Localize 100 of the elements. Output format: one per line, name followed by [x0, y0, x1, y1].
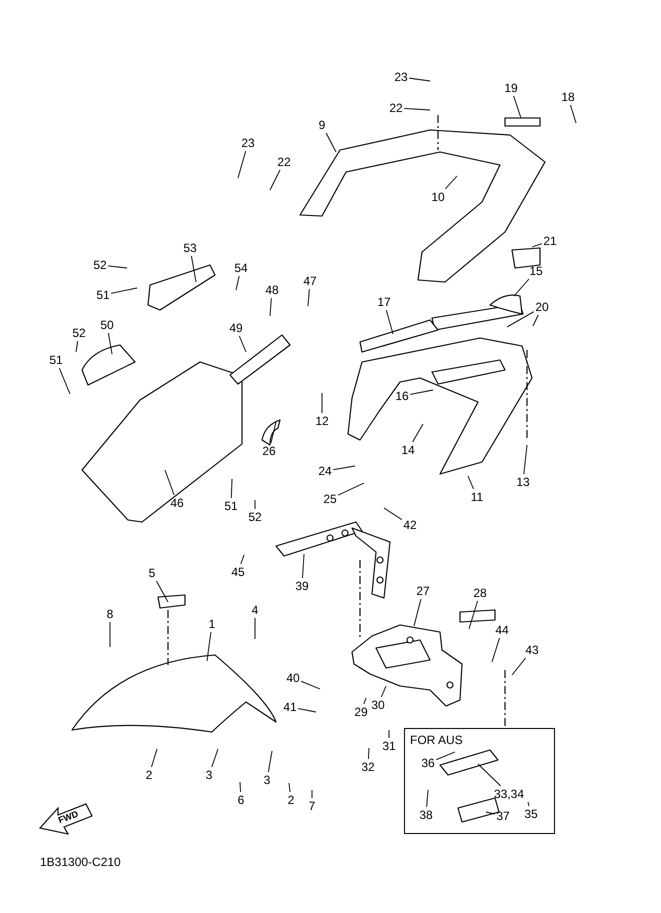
callout-number: 43 — [525, 643, 539, 657]
leader-line — [412, 424, 424, 442]
leader-line — [300, 680, 320, 690]
callout-number: 52 — [93, 258, 107, 272]
callout-number: 18 — [561, 90, 575, 104]
callout-number: 50 — [100, 318, 114, 332]
callout-number: 32 — [361, 760, 375, 774]
leader-line — [410, 390, 434, 395]
leader-line — [238, 150, 246, 178]
leader-line — [436, 752, 456, 760]
leader-line — [58, 368, 70, 394]
callout-number: 29 — [354, 705, 368, 719]
callout-number: 49 — [229, 321, 243, 335]
callout-number: 24 — [318, 464, 332, 478]
callout-number: 7 — [308, 799, 316, 813]
leader-line — [156, 580, 168, 602]
leader-line — [240, 554, 244, 564]
callout-number: 52 — [72, 326, 86, 340]
callout-number: 52 — [248, 510, 262, 524]
leader-line — [254, 618, 256, 640]
direction-label: FWD — [56, 808, 80, 826]
leader-line — [270, 422, 276, 444]
leader-line — [492, 638, 500, 662]
callout-number: 15 — [529, 264, 543, 278]
callout-number: 35 — [524, 807, 538, 821]
callout-number: 16 — [395, 389, 409, 403]
callout-number: 44 — [495, 623, 509, 637]
leader-line — [514, 278, 530, 296]
leader-line — [254, 500, 256, 510]
leader-line — [532, 314, 539, 326]
callout-number: 3 — [264, 773, 270, 787]
callout-number: 51 — [224, 499, 238, 513]
callout-number: 30 — [371, 698, 385, 712]
callout-number: 8 — [106, 607, 114, 621]
callout-number: 23 — [241, 136, 255, 150]
callout-number: 26 — [262, 444, 276, 458]
callout-number: 36 — [421, 756, 435, 770]
callout-number: 51 — [49, 353, 63, 367]
callout-number: 17 — [377, 295, 391, 309]
callout-number: 40 — [286, 671, 300, 685]
callout-number: 37 — [496, 809, 510, 823]
leader-line — [206, 632, 212, 662]
callout-number: 4 — [252, 603, 258, 617]
leader-line — [238, 336, 246, 352]
leader-line — [288, 782, 290, 792]
callout-number: 53 — [183, 241, 197, 255]
callout-number: 21 — [543, 234, 557, 248]
callout-number: 33,34 — [494, 787, 524, 801]
leader-line — [270, 298, 272, 316]
leader-line — [486, 812, 496, 815]
callout-number: 23 — [394, 70, 408, 84]
callout-number: 31 — [382, 739, 396, 753]
leader-line — [506, 311, 534, 328]
callout-number: 22 — [389, 101, 403, 115]
leader-line — [110, 288, 138, 294]
leader-line — [380, 686, 386, 698]
callout-number: 28 — [473, 586, 487, 600]
leader-line — [332, 466, 356, 470]
leader-line — [230, 478, 232, 498]
leader-line — [338, 482, 364, 496]
leader-line — [513, 96, 522, 118]
leader-line — [190, 256, 196, 282]
leader-line — [76, 340, 78, 352]
leader-line — [270, 170, 280, 190]
leader-line — [326, 132, 336, 152]
callout-number: 9 — [318, 118, 326, 132]
callout-number: 10 — [431, 190, 445, 204]
leader-line — [532, 243, 542, 248]
callout-number: 41 — [283, 700, 297, 714]
callout-number: 42 — [403, 518, 417, 532]
leader-line — [268, 750, 272, 772]
leader-line — [211, 748, 218, 768]
leader-line — [404, 108, 430, 110]
leader-line — [478, 764, 502, 786]
callout-number: 38 — [419, 808, 433, 822]
callout-number: 27 — [416, 584, 430, 598]
callout-number: 2 — [146, 768, 152, 782]
leader-line — [528, 802, 530, 806]
callout-number: 45 — [231, 565, 245, 579]
callout-number: 6 — [238, 793, 244, 807]
callout-number: 12 — [315, 414, 329, 428]
callout-number: 19 — [504, 81, 518, 95]
leader-line — [512, 658, 526, 676]
callout-number: 11 — [470, 490, 484, 504]
callout-number: 14 — [401, 443, 415, 457]
callout-number: 54 — [234, 261, 248, 275]
diagram-code: 1B31300-C210 — [40, 855, 121, 869]
leader-line — [388, 730, 390, 738]
callout-number: 1 — [208, 617, 216, 631]
leader-line — [368, 748, 370, 760]
leader-line — [298, 708, 316, 712]
leader-line — [363, 698, 366, 704]
callout-number: 3 — [206, 768, 212, 782]
callout-number: 48 — [265, 283, 279, 297]
leader-line — [414, 598, 422, 626]
callout-number: 5 — [148, 566, 156, 580]
leader-line — [308, 288, 310, 306]
leader-line — [386, 310, 394, 334]
leader-line — [444, 176, 458, 190]
leader-line — [164, 470, 175, 496]
